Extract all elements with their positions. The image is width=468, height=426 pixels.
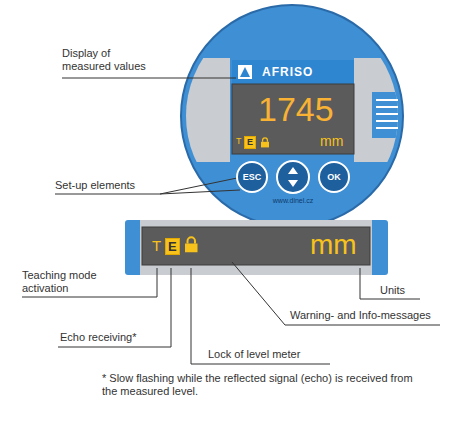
lock-icon	[261, 138, 269, 148]
leader-line	[22, 268, 157, 297]
web-address: www.dinel.cz	[253, 197, 333, 205]
measured-value: 1745	[258, 92, 334, 126]
callout-label: Echo receiving*	[60, 331, 165, 344]
display-detail: Tmm E	[142, 227, 370, 265]
leader-line	[160, 190, 240, 194]
callout-label: Set-up elements	[55, 179, 155, 192]
vent-slots	[376, 100, 398, 128]
callout-label: Display of measured values	[62, 47, 162, 73]
callout-label: Units	[380, 284, 440, 297]
footnote: * Slow flashing while the reflected sign…	[102, 372, 422, 398]
logo-band	[232, 60, 354, 84]
indicator-letter: E	[247, 138, 253, 147]
button-label: OK	[327, 173, 341, 182]
echo-indicator: E	[244, 136, 256, 149]
brand-logo: AFRISO	[262, 65, 352, 79]
display-screen: 1745Tmm E	[232, 84, 354, 154]
esc-button: ESC	[236, 161, 268, 193]
unit-text: mm	[320, 134, 343, 148]
unit-text: mm	[310, 231, 357, 259]
button-label: ESC	[243, 173, 262, 182]
level-meter-housing	[180, 5, 406, 227]
button-circle	[237, 162, 267, 192]
teaching-indicator: T	[152, 238, 161, 253]
ok-button: OK	[318, 161, 350, 193]
lock-icon	[185, 237, 198, 252]
logo-icon	[238, 65, 252, 79]
callout-label: Lock of level meter	[208, 348, 338, 361]
indicator-letter: E	[168, 240, 177, 253]
teaching-indicator: T	[236, 137, 242, 146]
callout-label: Warning- and Info-messages	[290, 309, 450, 322]
callout-label: Teaching mode activation	[22, 269, 114, 295]
display-screen	[232, 84, 354, 154]
echo-indicator: E	[165, 238, 180, 255]
arrow-button	[277, 161, 309, 193]
leader-line	[62, 78, 236, 79]
leader-lines	[22, 78, 440, 364]
display-detail-strip	[125, 220, 388, 275]
button-circle	[319, 162, 349, 192]
